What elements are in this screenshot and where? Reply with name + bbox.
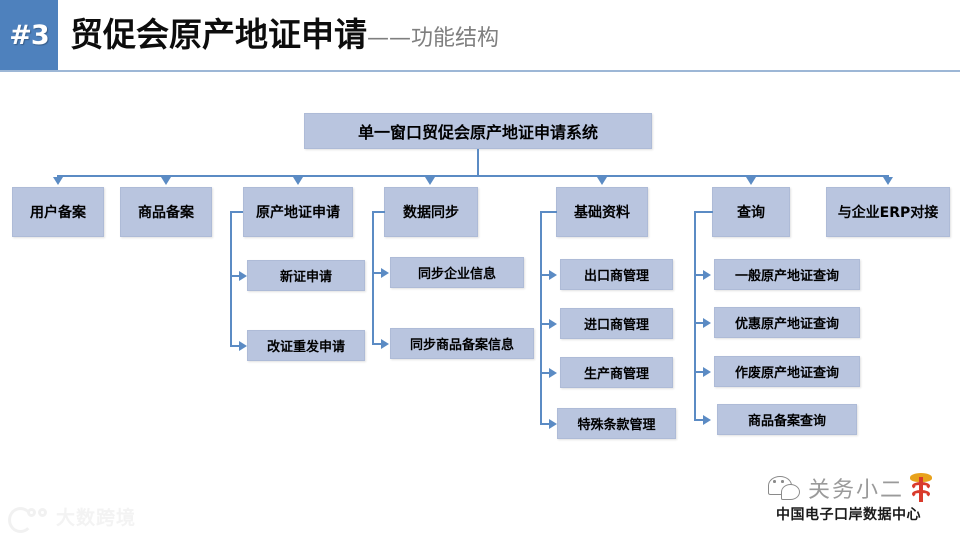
node-reissue-application[interactable]: 改证重发申请 xyxy=(247,330,365,361)
node-erp-integration-label: 与企业ERP对接 xyxy=(837,205,939,221)
node-origin-cert-application-label: 原产地证申请 xyxy=(256,205,340,221)
arrow-into-void-origin-query xyxy=(703,367,711,377)
node-importer-management[interactable]: 进口商管理 xyxy=(560,308,673,339)
page-title-subtitle: ——功能结构 xyxy=(367,26,500,51)
node-erp-integration[interactable]: 与企业ERP对接 xyxy=(826,187,950,237)
slide-header: #3 贸促会原产地证申请 ——功能结构 xyxy=(0,0,960,72)
node-sync-goods-record-info-label: 同步商品备案信息 xyxy=(409,338,514,353)
watermark-label: 大数跨境 xyxy=(56,507,137,529)
connector-origin-child-2 xyxy=(230,345,241,347)
node-special-terms-management-label: 特殊条款管理 xyxy=(577,418,656,433)
node-root[interactable]: 单一窗口贸促会原产地证申请系统 xyxy=(304,113,652,149)
page-title-main: 贸促会原产地证申请 xyxy=(70,15,367,54)
arrow-into-node-6 xyxy=(746,177,756,185)
connector-sync-child-2 xyxy=(372,343,383,345)
connector-basic-child-3 xyxy=(540,372,551,374)
connector-query-child-4 xyxy=(694,419,705,421)
node-producer-management[interactable]: 生产商管理 xyxy=(560,357,673,388)
connector-sync-child-1 xyxy=(372,272,383,274)
arrow-into-general-origin-query xyxy=(703,270,711,280)
connector-basic-child-1 xyxy=(540,274,551,276)
node-query-label: 查询 xyxy=(737,205,765,221)
node-new-application[interactable]: 新证申请 xyxy=(247,260,365,291)
node-data-sync[interactable]: 数据同步 xyxy=(384,187,478,237)
header-divider xyxy=(0,70,960,72)
connector-bus xyxy=(57,175,888,177)
node-importer-management-label: 进口商管理 xyxy=(583,318,649,333)
node-preferential-origin-query-label: 优惠原产地证查询 xyxy=(734,317,839,332)
node-new-application-label: 新证申请 xyxy=(279,270,332,285)
brand-subtitle: 中国电子口岸数据中心 xyxy=(776,507,921,523)
connector-query-child-1 xyxy=(694,274,705,276)
node-sync-enterprise-info[interactable]: 同步企业信息 xyxy=(390,257,524,288)
connector-query-top xyxy=(694,211,713,213)
arrow-into-node-7 xyxy=(883,177,893,185)
node-sync-enterprise-info-label: 同步企业信息 xyxy=(417,267,496,282)
node-general-origin-query-label: 一般原产地证查询 xyxy=(734,269,839,284)
connector-query-spine xyxy=(694,211,696,419)
page-title: 贸促会原产地证申请 ——功能结构 xyxy=(70,8,499,56)
connector-root-stem xyxy=(477,149,479,175)
node-general-origin-query[interactable]: 一般原产地证查询 xyxy=(714,259,860,290)
node-goods-record[interactable]: 商品备案 xyxy=(120,187,212,237)
node-void-origin-query[interactable]: 作废原产地证查询 xyxy=(714,356,860,387)
node-special-terms-management[interactable]: 特殊条款管理 xyxy=(557,408,676,439)
brand-name-label: 关务小二 xyxy=(808,478,905,503)
node-user-record-label: 用户备案 xyxy=(30,205,86,221)
node-exporter-management[interactable]: 出口商管理 xyxy=(560,259,673,290)
wechat-icon xyxy=(768,475,802,501)
connector-basic-spine xyxy=(540,211,542,423)
arrow-into-node-5 xyxy=(597,177,607,185)
arrow-into-node-3 xyxy=(293,177,303,185)
node-goods-record-label: 商品备案 xyxy=(138,205,194,221)
node-data-sync-label: 数据同步 xyxy=(403,205,459,221)
arrow-into-exporter-mgmt xyxy=(549,270,557,280)
node-goods-record-query[interactable]: 商品备案查询 xyxy=(717,404,857,435)
arrow-into-special-terms-mgmt xyxy=(549,419,557,429)
connector-basic-child-2 xyxy=(540,323,551,325)
slide-number-text: #3 xyxy=(9,19,49,51)
brand-footer: 关务小二 中国电子口岸数据中心 xyxy=(768,472,954,534)
node-reissue-application-label: 改证重发申请 xyxy=(266,340,345,355)
connector-query-child-3 xyxy=(694,371,705,373)
arrow-into-node-4 xyxy=(425,177,435,185)
watermark: 大数跨境 xyxy=(8,503,137,533)
arrow-into-node-2 xyxy=(161,177,171,185)
arrow-into-producer-mgmt xyxy=(549,368,557,378)
node-void-origin-query-label: 作废原产地证查询 xyxy=(734,366,839,381)
connector-query-child-2 xyxy=(694,322,705,324)
node-origin-cert-application[interactable]: 原产地证申请 xyxy=(243,187,353,237)
function-structure-diagram: 单一窗口贸促会原产地证申请系统 用户备案 商品备案 原产地证申请 数据同步 基础… xyxy=(0,71,960,471)
node-basic-data[interactable]: 基础资料 xyxy=(556,187,648,237)
node-producer-management-label: 生产商管理 xyxy=(583,367,649,382)
arrow-into-preferential-origin-query xyxy=(703,318,711,328)
connector-sync-spine xyxy=(372,211,374,343)
node-user-record[interactable]: 用户备案 xyxy=(12,187,104,237)
connector-origin-top xyxy=(230,211,243,213)
arrow-into-node-1 xyxy=(53,177,63,185)
arrow-into-new-application xyxy=(239,271,247,281)
node-preferential-origin-query[interactable]: 优惠原产地证查询 xyxy=(714,307,860,338)
connector-basic-child-4 xyxy=(540,423,551,425)
node-exporter-management-label: 出口商管理 xyxy=(583,269,649,284)
connector-origin-child-1 xyxy=(230,275,241,277)
brand-row: 关务小二 xyxy=(768,472,934,504)
watermark-logo-icon xyxy=(8,505,50,533)
node-root-label: 单一窗口贸促会原产地证申请系统 xyxy=(357,123,598,142)
arrow-into-sync-goods xyxy=(381,339,389,349)
connector-origin-spine xyxy=(230,211,232,345)
caduceus-icon xyxy=(908,473,934,503)
arrow-into-reissue-application xyxy=(239,341,247,351)
arrow-into-importer-mgmt xyxy=(549,319,557,329)
node-goods-record-query-label: 商品备案查询 xyxy=(747,414,826,429)
connector-basic-top xyxy=(540,211,557,213)
slide-number-badge: #3 xyxy=(0,0,58,70)
arrow-into-sync-enterprise xyxy=(381,268,389,278)
node-sync-goods-record-info[interactable]: 同步商品备案信息 xyxy=(390,328,534,359)
connector-sync-top xyxy=(372,211,385,213)
arrow-into-goods-record-query xyxy=(703,415,711,425)
node-basic-data-label: 基础资料 xyxy=(574,205,630,221)
node-query[interactable]: 查询 xyxy=(712,187,790,237)
